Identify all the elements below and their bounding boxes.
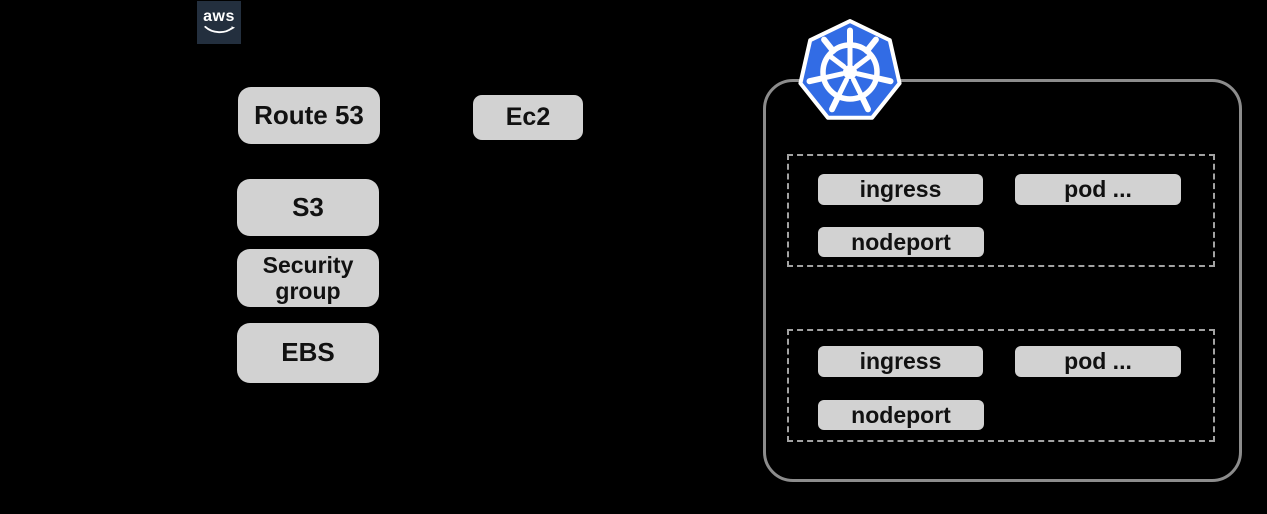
security-group-box: Security group [237, 249, 379, 307]
node-group-2: ingress pod ... nodeport [787, 329, 1215, 442]
pod-label: pod ... [1064, 176, 1132, 203]
security-group-label: Security group [262, 251, 354, 304]
node-group-1: ingress pod ... nodeport [787, 154, 1215, 267]
s3-box: S3 [237, 179, 379, 236]
pod-label: pod ... [1064, 348, 1132, 375]
kubernetes-logo [795, 17, 905, 127]
kubernetes-cluster-container [763, 79, 1242, 482]
ec2-box: Ec2 [473, 95, 583, 140]
route53-label: Route 53 [254, 99, 364, 130]
route53-box: Route 53 [238, 87, 380, 144]
ebs-box: EBS [237, 323, 379, 383]
pod-box: pod ... [1015, 346, 1181, 377]
nodeport-label: nodeport [851, 228, 951, 255]
s3-label: S3 [292, 191, 324, 222]
ingress-box: ingress [818, 174, 983, 205]
ingress-label: ingress [859, 348, 942, 375]
nodeport-label: nodeport [851, 401, 951, 428]
ebs-label: EBS [281, 337, 335, 368]
aws-logo-text: aws [203, 8, 235, 25]
aws-logo: aws [197, 1, 241, 44]
kubernetes-helm-icon [798, 19, 902, 120]
ingress-box: ingress [818, 346, 983, 377]
ec2-label: Ec2 [505, 103, 551, 132]
nodeport-box: nodeport [818, 400, 984, 430]
nodeport-box: nodeport [818, 227, 984, 257]
ingress-label: ingress [859, 176, 942, 203]
aws-smile-icon [204, 25, 236, 34]
pod-box: pod ... [1015, 174, 1181, 205]
